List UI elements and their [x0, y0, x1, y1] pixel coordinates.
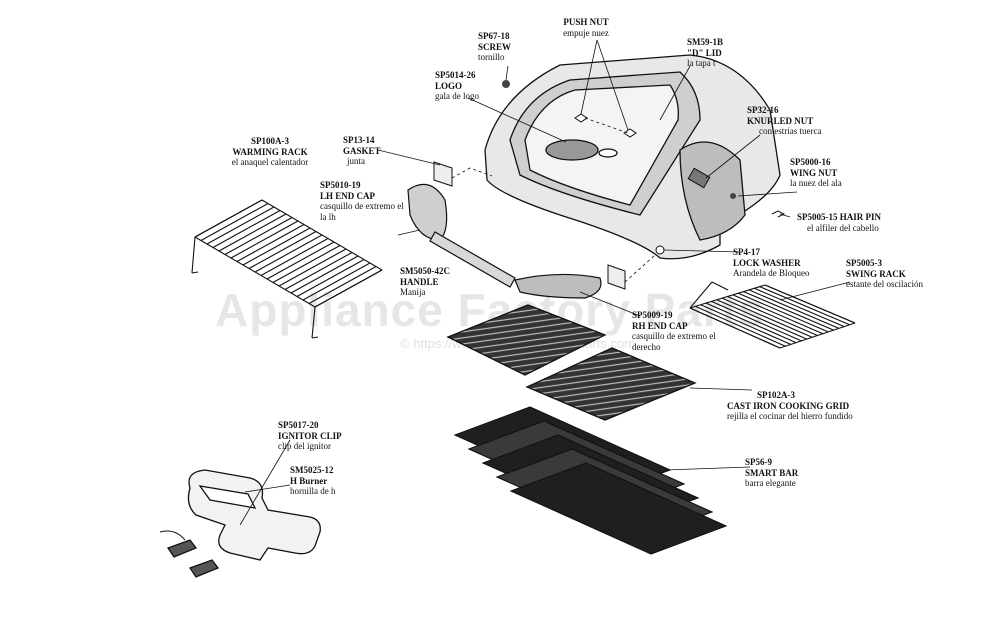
logo-spanish: gala de logo: [435, 91, 479, 101]
smart-bar-code: SP56-9: [745, 457, 772, 467]
d-lid-code: SM59-1B: [687, 37, 723, 47]
leader-lines: [239, 39, 851, 526]
label-h-burner: SM5025-12 H Burner hornilla de h: [290, 465, 336, 497]
h-burner-spanish: hornilla de h: [290, 486, 336, 496]
lock-washer-code: SP4-17: [733, 247, 760, 257]
label-wing-nut: SP5000-16 WING NUT la nuez del ala: [790, 157, 842, 189]
push-nut-shapes: [574, 113, 637, 138]
label-push-nut: PUSH NUT empuje nuez: [555, 17, 617, 38]
ignitor-clip-shape: [159, 530, 186, 541]
warming-rack-name: WARMING RACK: [232, 146, 308, 157]
logo-code: SP5014-26: [435, 70, 476, 80]
label-cooking-grid: SP102A-3 CAST IRON COOKING GRID rejilla …: [727, 390, 853, 422]
wing-nut-name: WING NUT: [790, 167, 838, 178]
ignitor-clip-code: SP5017-20: [278, 420, 319, 430]
lh-end-cap-spanish: casquillo de extremo el la lh: [320, 201, 404, 222]
swing-rack-code: SP5005-3: [846, 258, 882, 268]
logo-name: LOGO: [435, 80, 463, 91]
gasket-code: SP13-14: [343, 135, 375, 145]
label-handle: SM5050-42C HANDLE Manija: [400, 266, 450, 298]
ignitor-clip-name: IGNITOR CLIP: [278, 430, 342, 441]
lock-washer-name: LOCK WASHER: [733, 257, 801, 268]
knurled-nut-spanish: con estrías tuerca: [759, 126, 822, 136]
label-lock-washer: SP4-17 LOCK WASHER Arandela de Bloqueo: [733, 247, 809, 279]
h-burner-code: SM5025-12: [290, 465, 334, 475]
label-rh-end-cap: SP5009-19 RH END CAP casquillo de extrem…: [632, 310, 720, 352]
label-lh-end-cap: SP5010-19 LH END CAP casquillo de extrem…: [320, 180, 410, 222]
screw-spanish: tornillo: [478, 52, 505, 62]
label-gasket: SP13-14 GASKET junta: [343, 135, 381, 167]
knurled-nut-shape: [687, 167, 711, 189]
label-smart-bar: SP56-9 SMART BAR barra elegante: [745, 457, 798, 489]
smart-bar-spanish: barra elegante: [745, 478, 796, 488]
push-nut-spanish: empuje nuez: [563, 27, 609, 38]
cooking-grid-name: CAST IRON COOKING GRID: [727, 400, 850, 411]
wing-nut-shape: [730, 193, 736, 199]
warming-rack-code: SP100A-3: [251, 136, 289, 146]
hair-pin-name: SP5005-15 HAIR PIN: [797, 212, 882, 222]
screw-shape: [502, 80, 510, 88]
label-d-lid: SM59-1B "D" LID la tapa t: [687, 37, 723, 69]
knurled-nut-code: SP32-16: [747, 105, 779, 115]
push-nut-name: PUSH NUT: [563, 17, 609, 27]
gasket-spanish: junta: [347, 156, 365, 166]
label-ignitor-clip: SP5017-20 IGNITOR CLIP clip del ignitor: [278, 420, 342, 452]
hair-pin-spanish: el alfiler del cabello: [807, 222, 879, 233]
h-burner-name: H Burner: [290, 475, 328, 486]
h-burner-shape: [167, 469, 321, 578]
cooking-grid-spanish: rejilla el cocinar del hierro fundido: [727, 411, 853, 421]
ignitor-clip-spanish: clip del ignitor: [278, 441, 331, 451]
label-swing-rack: SP5005-3 SWING RACK estante del oscilaci…: [846, 258, 923, 290]
lh-end-cap-code: SP5010-19: [320, 180, 361, 190]
knurled-nut-name: KNURLED NUT: [747, 115, 814, 126]
gasket-name: GASKET: [343, 145, 381, 156]
d-lid-spanish: la tapa t: [687, 58, 716, 68]
rh-end-cap-name: RH END CAP: [632, 320, 688, 331]
swing-rack-shape: [689, 281, 856, 349]
d-lid-shape: [484, 54, 781, 260]
handle-spanish: Manija: [400, 287, 426, 297]
hair-pin-shape: [771, 210, 786, 218]
cooking-grid-shapes: [446, 304, 697, 421]
screw-name: SCREW: [478, 41, 512, 52]
handle-shape: [407, 183, 602, 299]
swing-rack-name: SWING RACK: [846, 268, 906, 279]
handle-name: HANDLE: [400, 276, 439, 287]
gasket-shapes: [433, 161, 626, 290]
wing-nut-spanish: la nuez del ala: [790, 178, 842, 188]
warming-rack-shape: [191, 199, 383, 339]
screw-code: SP67-18: [478, 31, 510, 41]
cooking-grid-code: SP102A-3: [757, 390, 795, 400]
label-logo: SP5014-26 LOGO gala de logo: [435, 70, 479, 102]
label-warming-rack: SP100A-3 WARMING RACK el anaquel calenta…: [225, 136, 315, 168]
swing-rack-spanish: estante del oscilación: [846, 279, 923, 289]
warming-rack-spanish: el anaquel calentador: [231, 157, 309, 167]
handle-code: SM5050-42C: [400, 266, 450, 276]
label-knurled-nut: SP32-16 KNURLED NUT con estrías tuerca: [747, 105, 821, 137]
label-hair-pin: SP5005-15 HAIR PIN el alfiler del cabell…: [797, 212, 881, 233]
rh-end-cap-spanish: casquillo de extremo el derecho: [632, 331, 716, 352]
lock-washer-spanish: Arandela de Bloqueo: [733, 268, 810, 278]
dashed-assembly-lines: [451, 117, 656, 283]
smart-bar-name: SMART BAR: [745, 467, 799, 478]
label-screw: SP67-18 SCREW tornillo: [478, 31, 511, 63]
smart-bar-shapes: [453, 406, 728, 555]
lock-washer-shape: [655, 245, 665, 255]
d-lid-name: "D" LID: [687, 47, 722, 58]
lh-end-cap-name: LH END CAP: [320, 190, 376, 201]
rh-end-cap-code: SP5009-19: [632, 310, 673, 320]
wing-nut-code: SP5000-16: [790, 157, 831, 167]
